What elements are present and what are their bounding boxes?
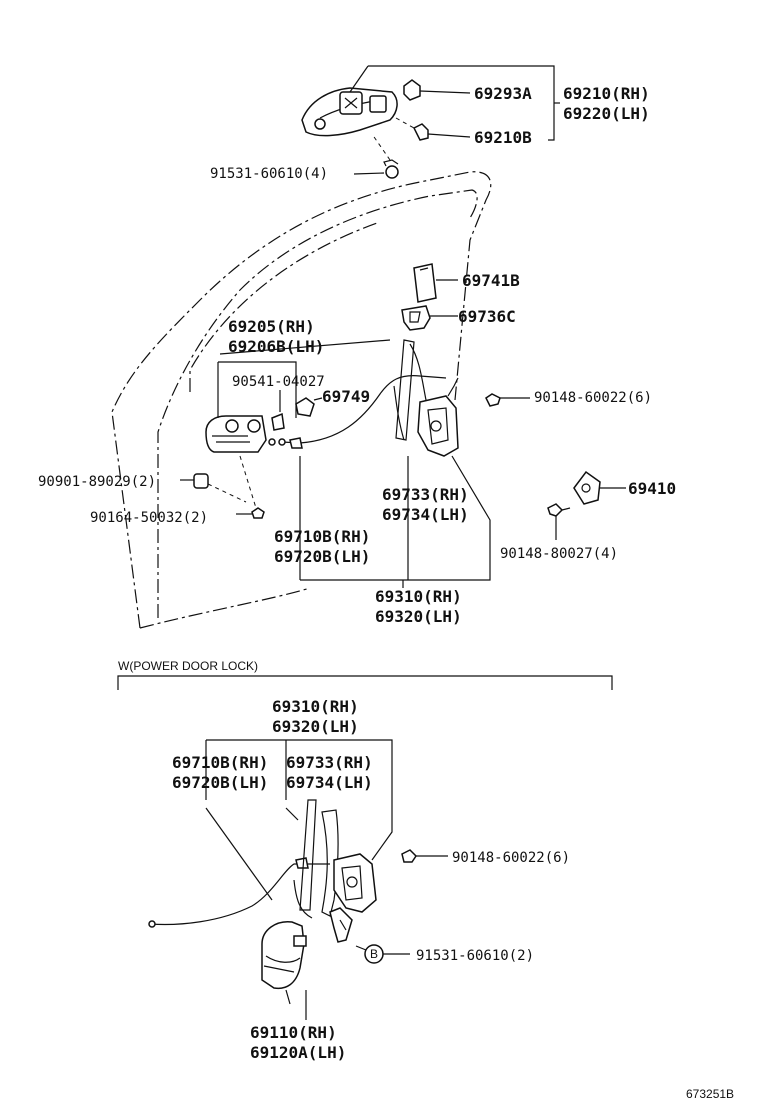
- label-69720b-lh: 69720B(LH): [274, 547, 370, 566]
- clip-69749: [295, 397, 323, 417]
- label-90148-6-top: 90148-60022(6): [534, 390, 652, 406]
- label-69206b-lh: 69206B(LH): [228, 337, 324, 356]
- bolt-b-marker: [355, 944, 410, 964]
- bracket-69210: [349, 65, 560, 141]
- bolt-91531-top: [353, 133, 399, 179]
- section-divider: [117, 675, 613, 690]
- label-90541: 90541-04027: [232, 374, 325, 390]
- label-69749: 69749: [322, 387, 370, 406]
- section-caption: W(POWER DOOR LOCK): [118, 659, 258, 673]
- inside-handle-69205: [205, 339, 391, 453]
- label-91531-4: 91531-60610(4): [210, 166, 328, 182]
- screw-90148-60022: [485, 393, 530, 407]
- door-lock-assembly: [417, 377, 459, 457]
- label-69210b: 69210B: [474, 128, 532, 147]
- part-labels: 69293A 69210(RH) 69220(LH) 69210B 91531-…: [38, 84, 734, 1101]
- striker-69410: [573, 470, 626, 505]
- screw-90148-60022-power: [401, 849, 448, 863]
- label-69733-rh-power: 69733(RH): [286, 753, 373, 772]
- grommet-90901: [180, 473, 247, 503]
- label-69220-lh: 69220(LH): [563, 104, 650, 123]
- label-69710b-rh: 69710B(RH): [274, 527, 370, 546]
- label-69734-lh-power: 69734(LH): [286, 773, 373, 792]
- label-69120a-lh: 69120A(LH): [250, 1043, 346, 1062]
- label-69310-rh-power: 69310(RH): [272, 697, 359, 716]
- label-69733-rh: 69733(RH): [382, 485, 469, 504]
- power-lock-brackets: [205, 739, 393, 901]
- label-69320-lh-power: 69320(LH): [272, 717, 359, 736]
- label-69710b-rh-power: 69710B(RH): [172, 753, 268, 772]
- label-90164: 90164-50032(2): [90, 510, 208, 526]
- power-lock-cable: [148, 857, 330, 928]
- label-69741b: 69741B: [462, 271, 520, 290]
- label-69734-lh: 69734(LH): [382, 505, 469, 524]
- label-90901: 90901-89029(2): [38, 474, 156, 490]
- label-69720b-lh-power: 69720B(LH): [172, 773, 268, 792]
- bezel-69741b: [413, 263, 458, 303]
- screw-90148-80027: [547, 503, 571, 540]
- clip-69293a: [403, 79, 471, 101]
- power-lock-rods: [293, 799, 339, 919]
- door-outline: [111, 171, 492, 629]
- label-69205-rh: 69205(RH): [228, 317, 315, 336]
- label-69310-rh: 69310(RH): [375, 587, 462, 606]
- screw-90164: [236, 455, 265, 519]
- label-69410: 69410: [628, 479, 676, 498]
- label-69110-rh: 69110(RH): [250, 1023, 337, 1042]
- rod-69210b: [395, 117, 471, 141]
- label-69736c: 69736C: [458, 307, 516, 326]
- label-90148-6-power: 90148-60022(6): [452, 850, 570, 866]
- label-69210-rh: 69210(RH): [563, 84, 650, 103]
- actuator-69110: [261, 921, 307, 1020]
- label-90148-80027: 90148-80027(4): [500, 546, 618, 562]
- label-91531-2: 91531-60610(2): [416, 948, 534, 964]
- label-69320-lh: 69320(LH): [375, 607, 462, 626]
- door-lock-assembly-power: [329, 853, 377, 943]
- b-marker-label: B: [370, 947, 378, 961]
- knob-69736c: [401, 305, 458, 331]
- label-69293a: 69293A: [474, 84, 532, 103]
- outside-handle-assembly: [301, 87, 398, 137]
- figure-id: 673251B: [686, 1087, 734, 1101]
